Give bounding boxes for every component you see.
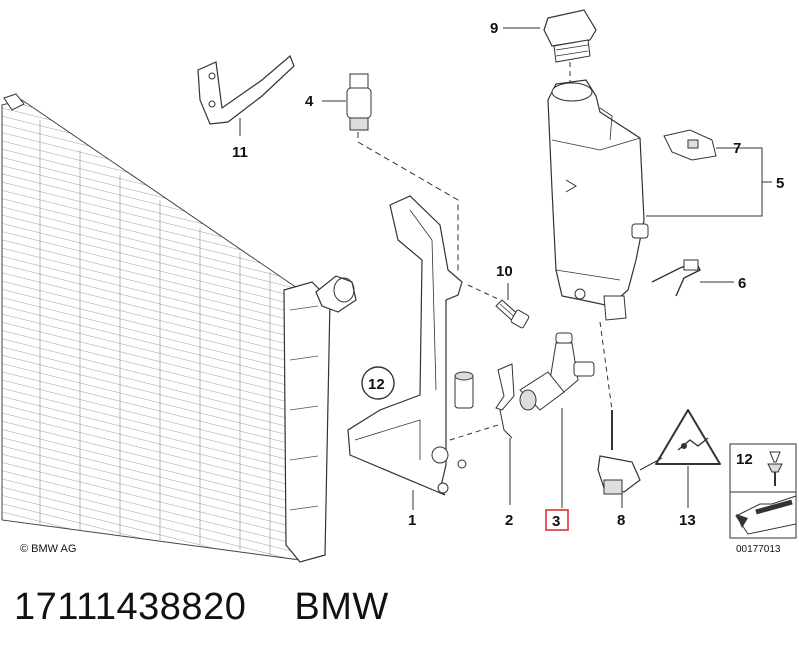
callout-12-in-circle: 12 [368, 376, 385, 393]
copyright-text: © BMW AG [20, 543, 76, 555]
legend-label-12: 12 [736, 451, 753, 468]
radiator [1, 93, 357, 563]
bracket-part-1[interactable] [347, 195, 474, 496]
callout-13: 13 [679, 512, 696, 529]
label-clip-part-7[interactable] [663, 129, 717, 161]
callout-1: 1 [408, 512, 416, 529]
wire-clip-part-6[interactable] [651, 259, 701, 297]
callout-5: 5 [776, 175, 784, 192]
callout-6: 6 [738, 275, 746, 292]
callout-12-circle [361, 366, 395, 400]
image-reference: 00177013 [736, 544, 781, 555]
highlight-box-3 [545, 509, 569, 531]
callout-3: 3 [552, 513, 560, 530]
grommet-part-4[interactable] [346, 73, 372, 131]
cap-part-9[interactable] [543, 9, 597, 63]
part-caption: 17111438820 BMW [14, 586, 389, 629]
callout-2: 2 [505, 512, 513, 529]
screw-part-10[interactable] [495, 299, 530, 329]
connector-part-3[interactable] [519, 332, 595, 411]
callout-10: 10 [496, 263, 513, 280]
sensor-part-8[interactable] [597, 410, 641, 495]
legend-box: 12 [729, 443, 797, 539]
expansion-tank-part-5[interactable] [547, 79, 649, 321]
callout-9: 9 [490, 20, 498, 37]
part-number: 17111438820 [14, 586, 247, 628]
bracket-part-11[interactable] [197, 54, 295, 125]
callout-4: 4 [305, 93, 314, 110]
clip-part-2[interactable] [495, 363, 515, 439]
brand-name: BMW [294, 586, 389, 628]
warning-label-part-13[interactable] [655, 409, 721, 465]
callout-7: 7 [733, 140, 741, 157]
callout-8: 8 [617, 512, 625, 529]
callout-11: 11 [232, 144, 248, 161]
